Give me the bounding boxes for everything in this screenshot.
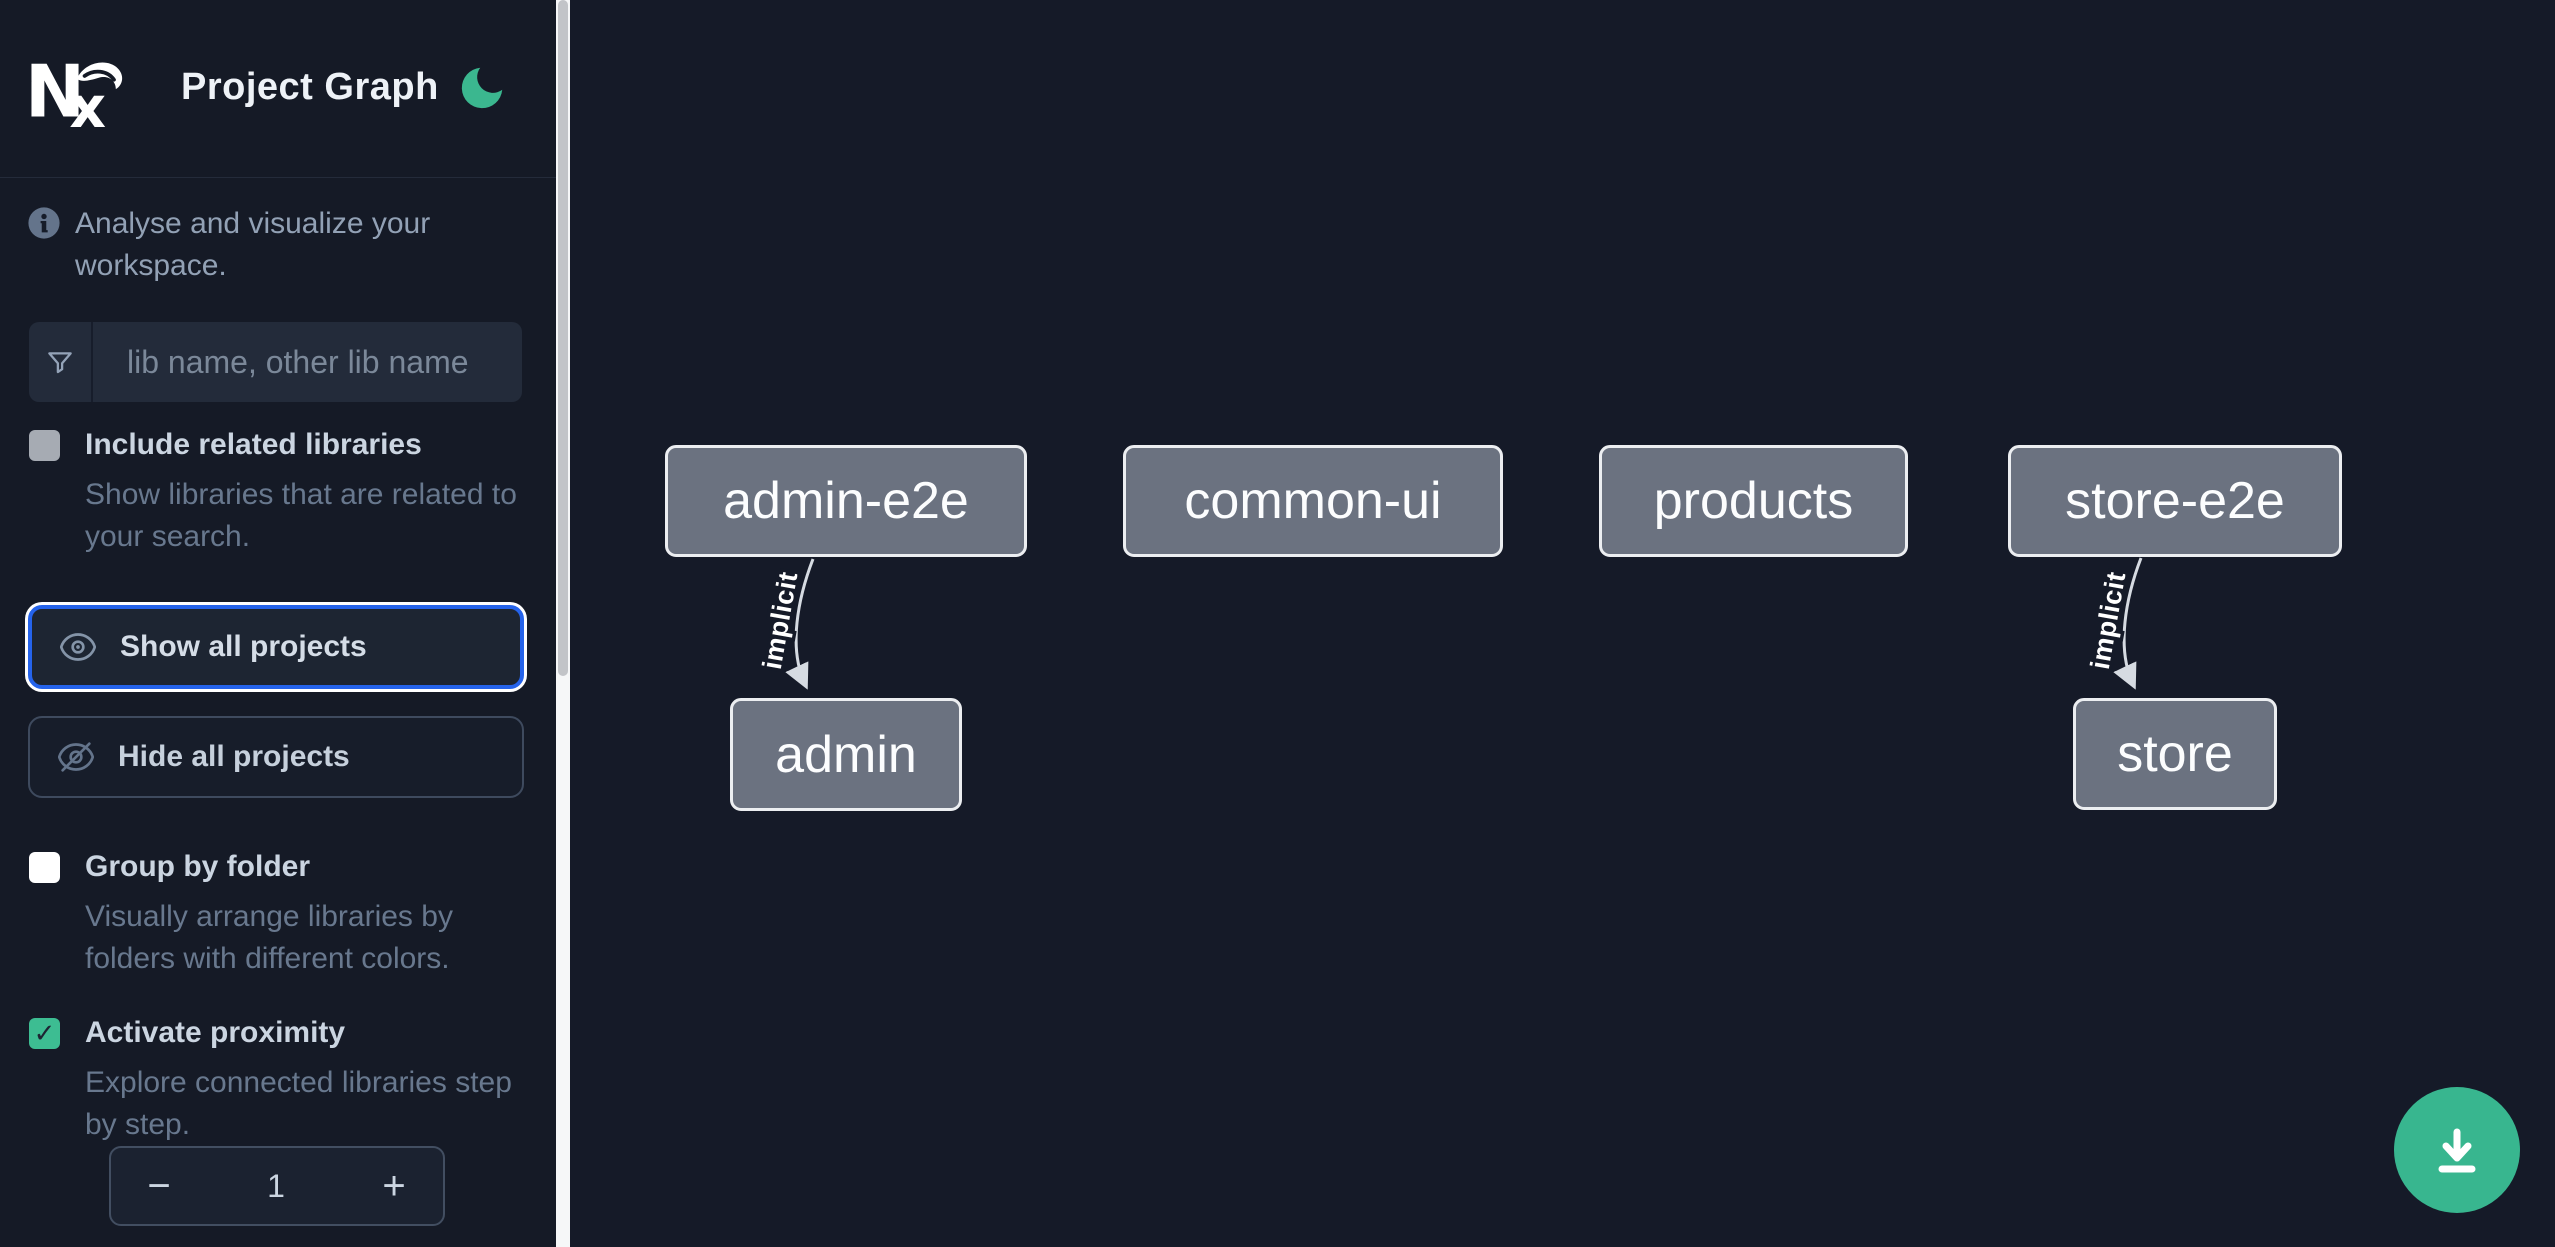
info-text: Analyse and visualize your workspace.: [75, 207, 431, 282]
toggle-group-by-folder: Group by folder Visually arrange librari…: [29, 850, 529, 980]
moon-icon: [461, 67, 503, 109]
project-graph-canvas[interactable]: [570, 0, 2555, 1247]
group-by-folder-checkbox[interactable]: [29, 851, 60, 883]
graph-node-admin[interactable]: admin: [730, 698, 962, 811]
toggle-description: Explore connected libraries step by step…: [85, 1066, 512, 1141]
proximity-depth-stepper: − 1 +: [109, 1146, 445, 1226]
increment-button[interactable]: +: [345, 1148, 443, 1224]
graph-node-admin-e2e[interactable]: admin-e2e: [665, 445, 1027, 557]
activate-proximity-checkbox[interactable]: [29, 1017, 60, 1049]
show-all-projects-button[interactable]: Show all projects: [28, 605, 524, 689]
toggle-description: Show libraries that are related to your …: [85, 478, 517, 553]
toggle-activate-proximity: Activate proximity Explore connected lib…: [29, 1016, 529, 1146]
graph-node-store-e2e[interactable]: store-e2e: [2008, 445, 2342, 557]
graph-node-common-ui[interactable]: common-ui: [1123, 445, 1503, 557]
toggle-title: Activate proximity: [85, 1016, 346, 1049]
sidebar-scrollbar-track: [556, 0, 570, 1247]
sidebar: N x Project Graph Analyse and visualize …: [0, 0, 556, 1247]
eye-off-icon: [57, 742, 95, 772]
hide-all-projects-label: Hide all projects: [118, 740, 350, 773]
include-related-checkbox[interactable]: [29, 429, 60, 461]
decrement-button[interactable]: −: [111, 1148, 207, 1224]
toggle-title: Include related libraries: [85, 428, 422, 461]
toggle-title: Group by folder: [85, 850, 310, 883]
filter-funnel-icon: [29, 322, 93, 402]
graph-node-store[interactable]: store: [2073, 698, 2277, 810]
download-graph-button[interactable]: [2394, 1087, 2520, 1213]
svg-text:N: N: [27, 56, 85, 128]
toggle-include-related: Include related libraries Show libraries…: [29, 428, 529, 558]
hide-all-projects-button[interactable]: Hide all projects: [28, 716, 524, 798]
show-all-projects-label: Show all projects: [120, 630, 367, 663]
workspace-info: Analyse and visualize your workspace.: [27, 203, 527, 287]
sidebar-header: N x Project Graph: [0, 0, 556, 178]
depth-value: 1: [267, 1167, 285, 1204]
download-icon: [2438, 1128, 2476, 1173]
nx-logo-icon: N x: [27, 56, 123, 128]
toggle-description: Visually arrange libraries by folders wi…: [85, 900, 453, 975]
info-icon: [28, 207, 60, 239]
sidebar-scrollbar-thumb[interactable]: [558, 0, 568, 676]
eye-icon: [59, 633, 97, 661]
graph-node-products[interactable]: products: [1599, 445, 1908, 557]
svg-text:x: x: [69, 75, 106, 128]
search-box: [29, 322, 522, 402]
search-input[interactable]: [93, 322, 522, 402]
page-title: Project Graph: [181, 66, 439, 108]
theme-toggle-button[interactable]: [446, 52, 518, 124]
